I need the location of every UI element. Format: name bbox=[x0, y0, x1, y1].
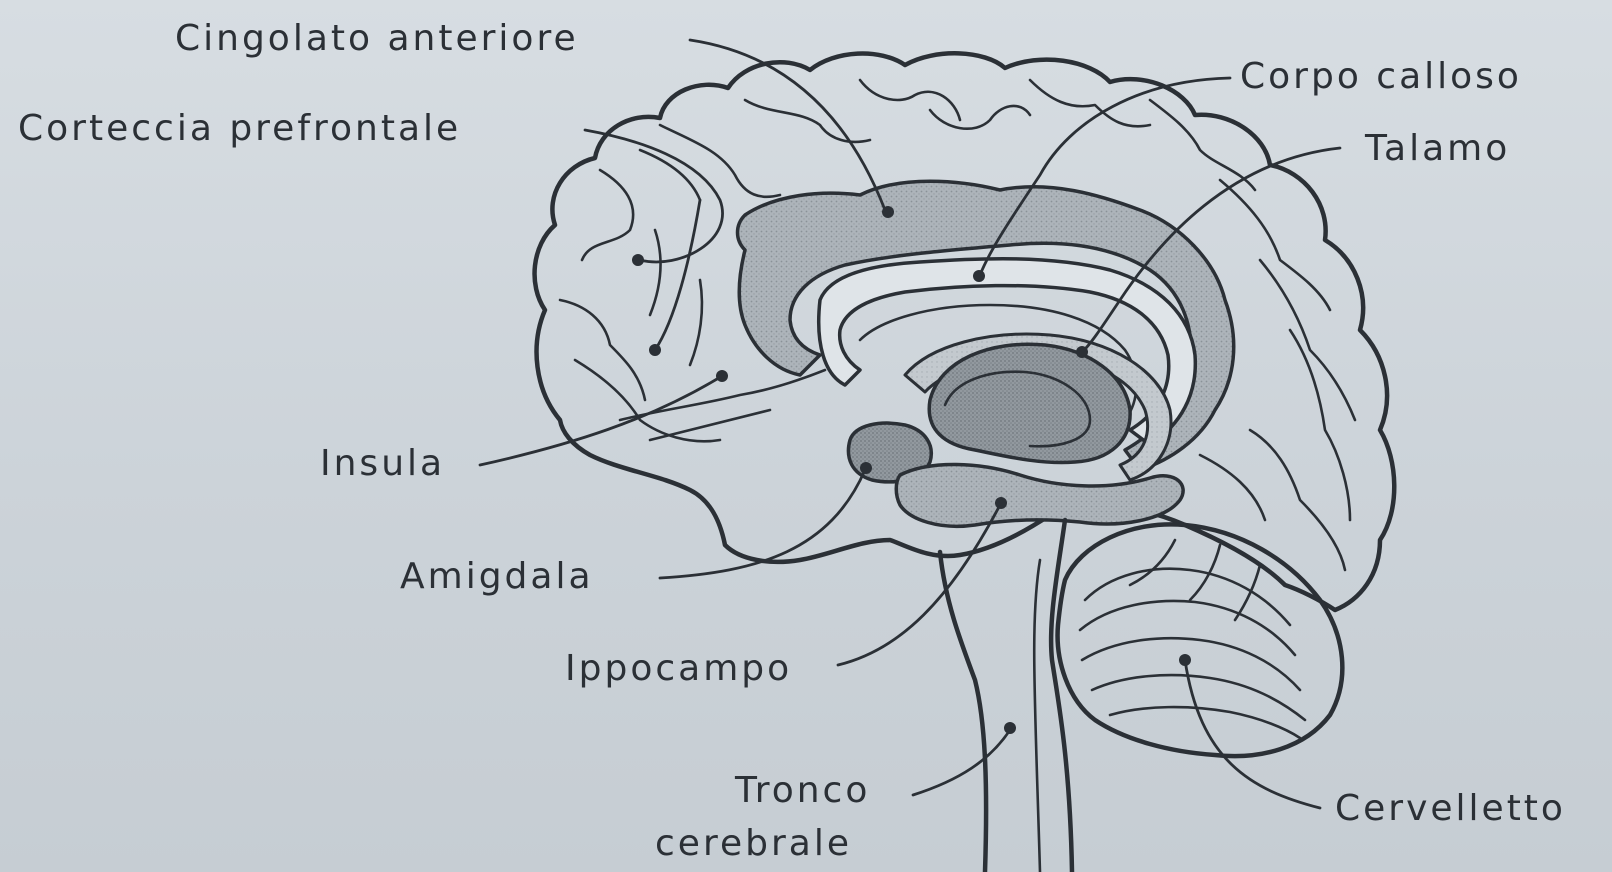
dot-insula bbox=[716, 370, 728, 382]
label-insula: Insula bbox=[320, 443, 445, 484]
dot-corpo-calloso bbox=[973, 270, 985, 282]
dot-amigdala bbox=[860, 462, 872, 474]
leader-cervelletto bbox=[1185, 660, 1320, 808]
label-cingolato-anteriore: Cingolato anteriore bbox=[175, 18, 579, 59]
leader-ippocampo bbox=[838, 505, 1000, 665]
label-corteccia-prefrontale: Corteccia prefrontale bbox=[18, 108, 461, 149]
label-cerebrale: cerebrale bbox=[655, 823, 852, 864]
label-amigdala: Amigdala bbox=[400, 556, 594, 597]
leader-lines bbox=[480, 40, 1340, 808]
label-ippocampo: Ippocampo bbox=[565, 648, 792, 689]
labels: Cingolato anteriore Corteccia prefrontal… bbox=[18, 18, 1566, 864]
leader-prefrontale-2 bbox=[655, 200, 700, 350]
cerebellum-folia bbox=[1080, 540, 1305, 738]
dot-ippocampo bbox=[995, 497, 1007, 509]
label-talamo: Talamo bbox=[1364, 128, 1510, 169]
leader-cingolato bbox=[690, 40, 885, 210]
dot-talamo bbox=[1076, 346, 1088, 358]
leader-insula bbox=[480, 376, 722, 465]
label-corpo-calloso: Corpo calloso bbox=[1240, 56, 1522, 97]
dot-prefrontale-2 bbox=[649, 344, 661, 356]
dot-prefrontale bbox=[632, 254, 644, 266]
leader-amigdala bbox=[660, 470, 865, 578]
dot-cervelletto bbox=[1179, 654, 1191, 666]
brainstem-inner bbox=[1034, 560, 1040, 872]
dot-tronco bbox=[1004, 722, 1016, 734]
brainstem-outline bbox=[940, 552, 986, 872]
label-tronco: Tronco bbox=[734, 770, 870, 811]
label-cervelletto: Cervelletto bbox=[1335, 788, 1566, 829]
dot-cingolato bbox=[882, 206, 894, 218]
leader-tronco bbox=[913, 730, 1010, 795]
